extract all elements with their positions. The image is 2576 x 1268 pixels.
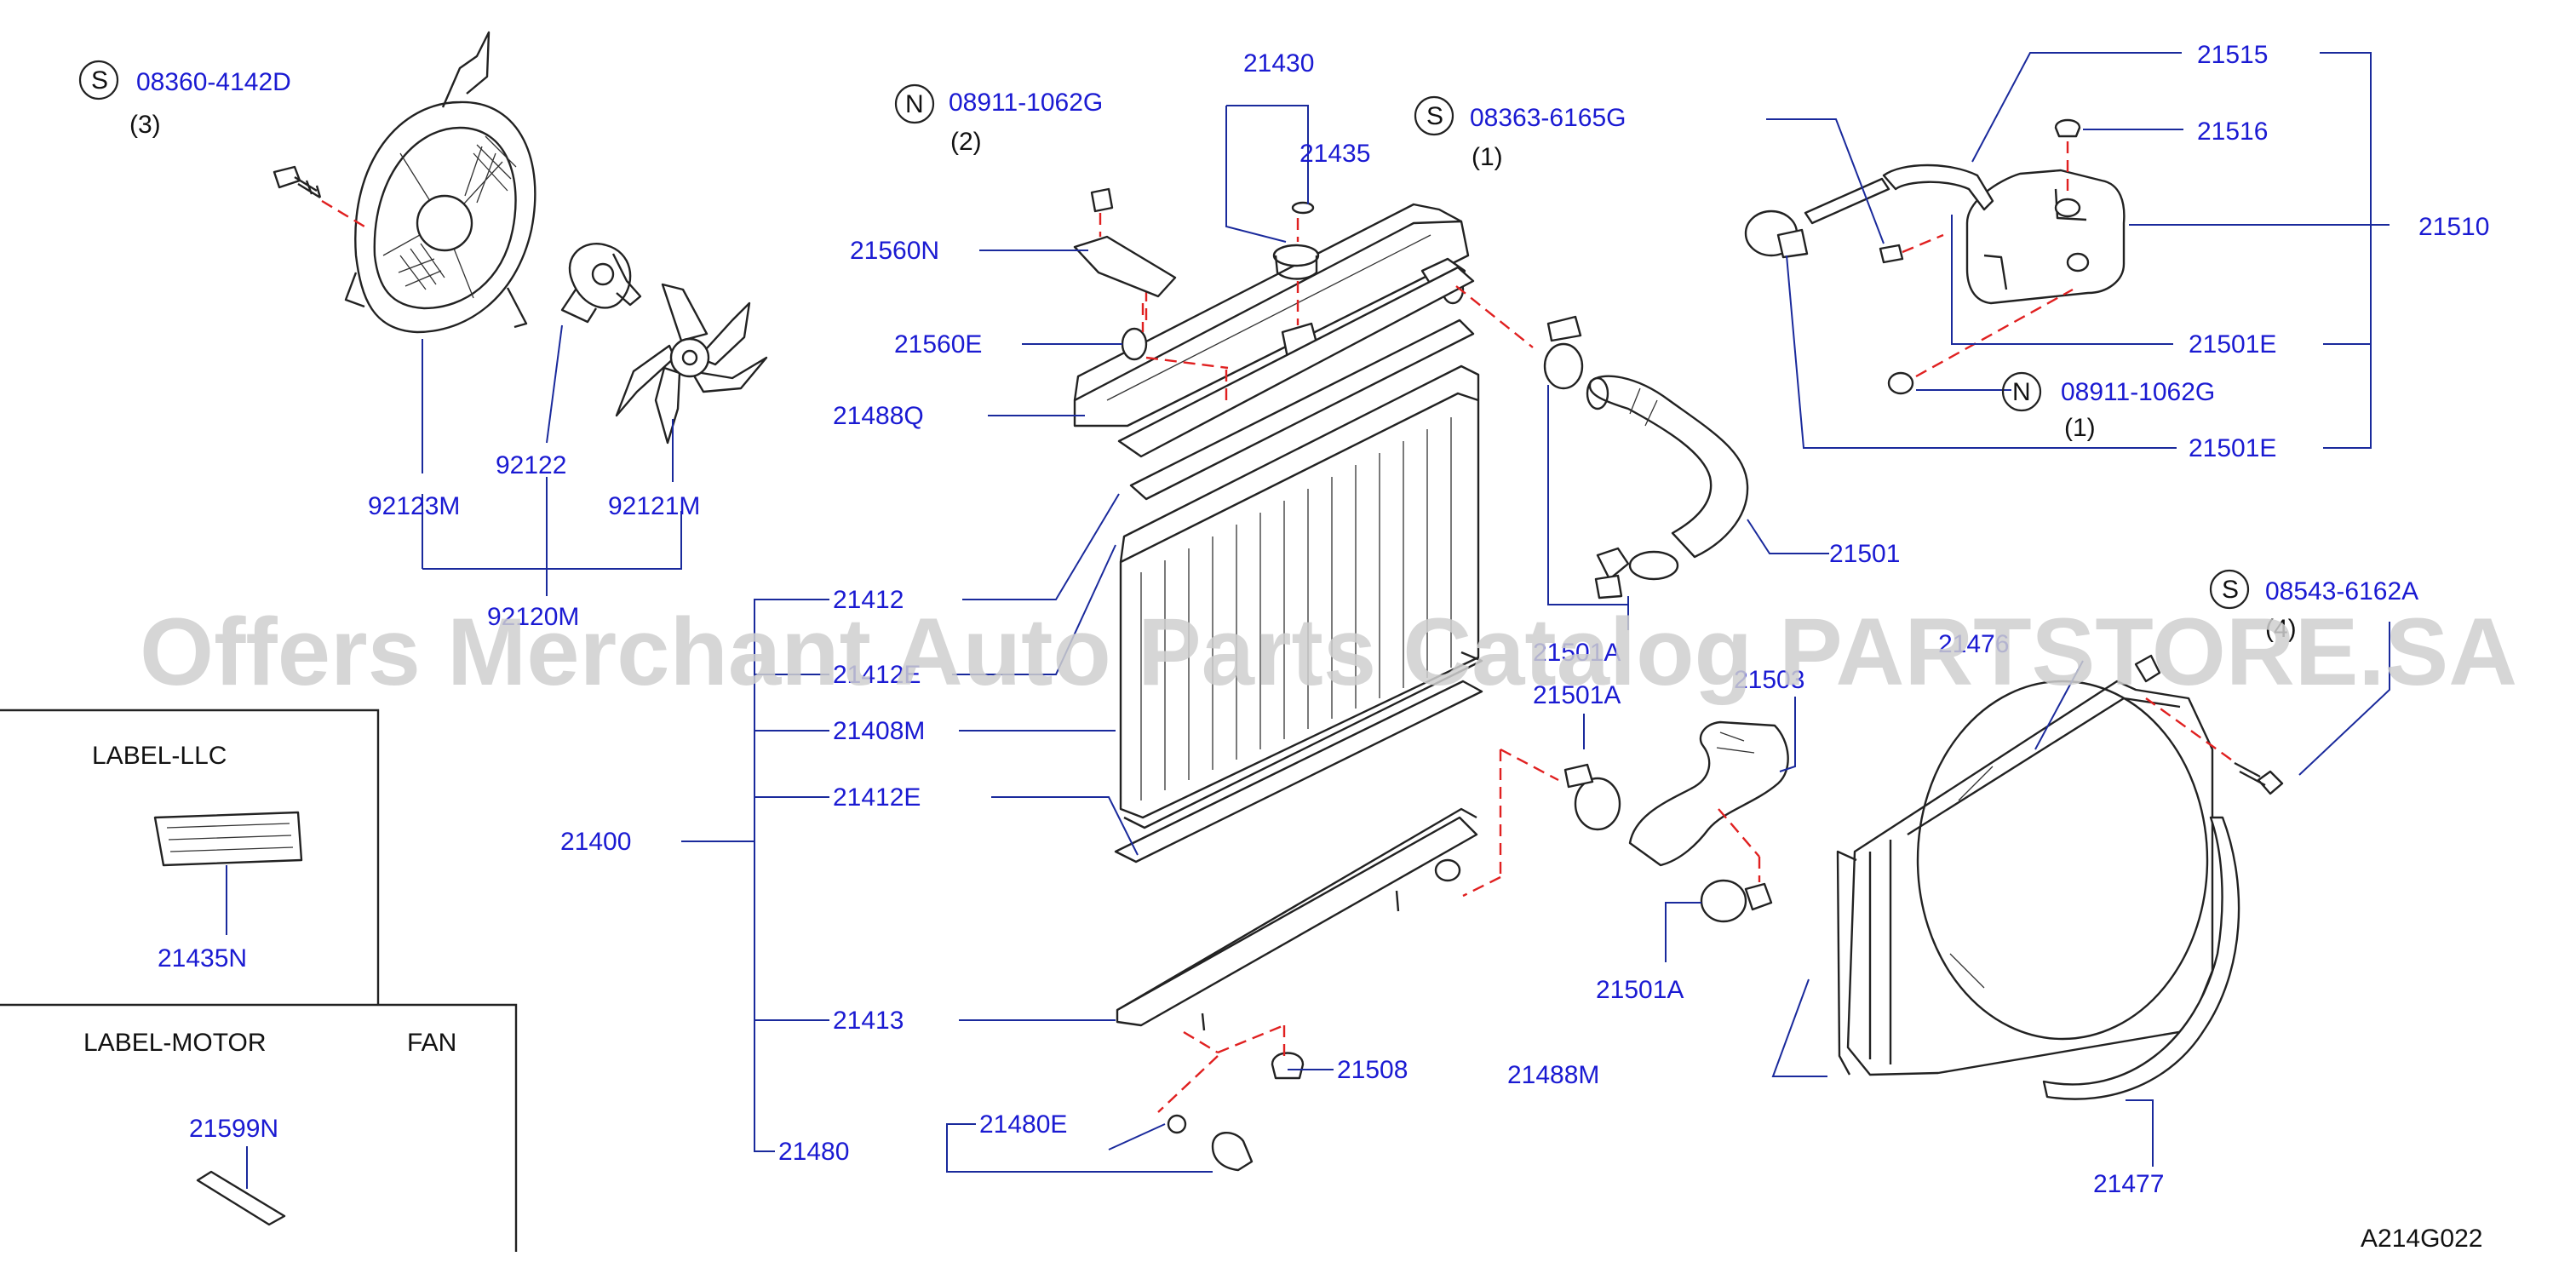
part-08911-1062g-top-label: 08911-1062G xyxy=(949,89,1103,117)
qty-3-label: (3) xyxy=(129,111,161,139)
part-92120m-label: 92120M xyxy=(487,603,579,631)
reservoir-tank-icon xyxy=(1965,169,2126,305)
part-21430-label: 21430 xyxy=(1243,49,1314,77)
n-symbol-icon-right xyxy=(2001,371,2042,412)
radiator-core-icon xyxy=(1119,392,1480,819)
qty-2-label: (2) xyxy=(950,128,982,156)
part-21560n-label: 21560N xyxy=(850,237,939,265)
part-08911-1062g-right-label: 08911-1062G xyxy=(2061,378,2215,406)
label-box-motor-fan: LABEL-MOTOR FAN 21599N xyxy=(0,1003,518,1252)
box-fan-title: FAN xyxy=(407,1029,456,1057)
grommet-21560e-icon xyxy=(1121,327,1148,361)
s-symbol-icon xyxy=(78,60,119,100)
hose-clamp-mid-icon xyxy=(1628,550,1679,581)
reservoir-bolt-icon xyxy=(1879,244,1904,264)
grommet-21508-icon xyxy=(1271,1052,1305,1080)
cap-seal-icon xyxy=(1291,201,1315,215)
part-21476-label: 21476 xyxy=(1938,630,2009,658)
box-motor-title: LABEL-MOTOR xyxy=(83,1029,267,1057)
part-21501e-top-label: 21501E xyxy=(2189,330,2276,359)
part-21488m-label: 21488M xyxy=(1507,1061,1599,1089)
part-21516-label: 21516 xyxy=(2197,118,2268,146)
part-21515-label: 21515 xyxy=(2197,41,2268,69)
part-21408m-label: 21408M xyxy=(833,717,925,745)
part-21413-label: 21413 xyxy=(833,1007,904,1035)
s-symbol-text-center: S xyxy=(1426,102,1443,130)
n-symbol-text-right: N xyxy=(2012,378,2031,406)
overflow-hose-icon xyxy=(1882,164,1994,211)
drain-oring-icon xyxy=(1167,1114,1187,1134)
part-21435-label: 21435 xyxy=(1299,140,1370,168)
radiator-shroud-assembly xyxy=(1771,622,2390,1167)
part-21501a-top-b-label: 21501A xyxy=(1533,681,1621,709)
part-08360-4142d-label: 08360-4142D xyxy=(136,68,291,96)
part-21435n-label: 21435N xyxy=(158,944,247,973)
shroud-21476-icon xyxy=(1846,680,2214,1076)
part-08543-6162a-label: 08543-6162A xyxy=(2265,577,2418,605)
part-08363-6165g-label: 08363-6165G xyxy=(1470,104,1626,132)
radiator-cap-icon xyxy=(1272,244,1320,267)
n-symbol-icon-top xyxy=(894,83,935,124)
drain-plug-icon xyxy=(1211,1132,1254,1172)
reservoir-nut-icon xyxy=(1887,371,1914,395)
gasket-21412e-bottom-icon xyxy=(1114,680,1483,864)
part-92123m-label: 92123M xyxy=(368,492,460,520)
diagram-code: A214G022 xyxy=(2361,1225,2482,1253)
radiator-assembly xyxy=(1073,187,1483,1172)
bolt-08911-icon xyxy=(1090,187,1114,213)
box-llc-title: LABEL-LLC xyxy=(92,742,227,770)
shroud-bolt-icon xyxy=(2257,770,2284,795)
part-21480-label: 21480 xyxy=(778,1138,849,1166)
lower-hose-21503-icon xyxy=(1628,720,1789,867)
llc-label-sticker-icon xyxy=(153,811,303,867)
s-symbol-icon-center xyxy=(1414,95,1454,136)
part-21560e-label: 21560E xyxy=(894,330,982,359)
radiator-leaders xyxy=(681,105,1334,1173)
part-21477-label: 21477 xyxy=(2093,1170,2164,1198)
part-21488q-label: 21488Q xyxy=(833,402,924,430)
lower-shroud-21477-icon xyxy=(2042,816,2240,1100)
motor-fan-label-sticker-icon xyxy=(196,1170,286,1226)
part-21480e-label: 21480E xyxy=(979,1110,1067,1139)
part-21501a-bottom-label: 21501A xyxy=(1596,976,1684,1004)
label-box-llc: LABEL-LLC 21435N xyxy=(0,709,380,1005)
gasket-21412e-top-icon xyxy=(1129,318,1475,501)
upper-hose-21501-icon xyxy=(1588,375,1749,559)
qty-4-label: (4) xyxy=(2265,615,2297,643)
hose-clamp-top-icon xyxy=(1543,342,1584,390)
qty-1b-label: (1) xyxy=(2064,414,2096,442)
radiator-lower-tank-icon xyxy=(1116,816,1478,1027)
part-92121m-label: 92121M xyxy=(608,492,700,520)
hose-clamp-lower-b-icon xyxy=(1700,879,1747,923)
part-21508-label: 21508 xyxy=(1337,1056,1408,1084)
part-21412e-bottom-label: 21412E xyxy=(833,783,921,812)
part-21501-label: 21501 xyxy=(1829,540,1900,568)
fan-motor-assembly xyxy=(273,31,768,596)
s-symbol-text-right: S xyxy=(2222,576,2239,604)
n-symbol-text-top: N xyxy=(905,90,924,118)
reservoir-cap-icon xyxy=(2054,118,2081,138)
seal-21488q-icon xyxy=(1117,266,1475,458)
hose-assembly xyxy=(1455,285,1829,962)
part-92122-label: 92122 xyxy=(496,451,566,479)
qty-1a-label: (1) xyxy=(1472,143,1503,171)
part-21501e-bottom-label: 21501E xyxy=(2189,434,2276,462)
cooling-fan-icon xyxy=(615,283,768,445)
part-21599n-label: 21599N xyxy=(189,1115,278,1143)
s-symbol-text: S xyxy=(91,66,108,95)
bracket-21560n-icon xyxy=(1073,235,1177,298)
radiator-upper-tank-icon xyxy=(1073,220,1470,427)
watermark-text: Offers Merchant Auto Parts Catalog PARTS… xyxy=(140,599,2517,705)
part-21400-label: 21400 xyxy=(560,828,631,856)
part-21412e-top-label: 21412E xyxy=(833,661,921,689)
part-21501a-top-label: 21501A xyxy=(1533,639,1621,667)
part-21510-label: 21510 xyxy=(2418,213,2489,241)
hose-clamp-lower-a-icon xyxy=(1574,777,1621,831)
part-21412-label: 21412 xyxy=(833,586,904,614)
s-symbol-icon-right xyxy=(2209,569,2250,610)
part-21503-label: 21503 xyxy=(1734,666,1804,694)
reservoir-tank-assembly xyxy=(1744,52,2390,449)
